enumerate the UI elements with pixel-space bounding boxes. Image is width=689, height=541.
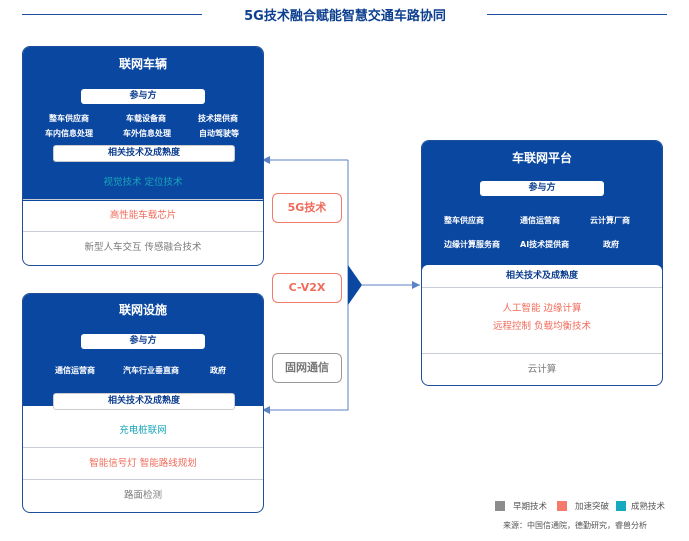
infra-tech-row: 充电桩联网 [119,425,167,436]
legend-label-accelerating: 加速突破 [575,502,610,512]
platform-tech-label-row: 相关技术及成熟度 [422,265,662,288]
vehicle-participants-area: 参与方 整车供应商 车载设备商 技术提供商 车内信息处理 车外信息处理 自动驾驶… [23,81,263,201]
vehicle-tech-row: 高性能车载芯片 [23,199,263,232]
vehicle-role: 技术提供商 [198,114,238,123]
vehicle-role: 整车供应商 [49,114,89,123]
platform-role: AI技术提供商 [520,240,570,249]
source-note: 来源：中国信通院，德勤研究，睿兽分析 [503,521,647,530]
platform-role: 云计算厂商 [590,216,630,225]
platform-role: 整车供应商 [444,216,484,225]
platform-tech-row: 人工智能 边缘计算 [502,303,582,314]
vehicle-panel-title: 联网车辆 [23,47,263,81]
vehicle-participants-label: 参与方 [81,89,205,104]
vehicle-role: 车外信息处理 [123,129,171,138]
vehicle-tech-row: 视觉技术 定位技术 [103,177,183,188]
legend-label-early: 早期技术 [513,502,548,512]
platform-tech-row: 云计算 [422,353,662,385]
connector-cv2x: C-V2X [272,273,342,303]
vehicle-tech-label: 相关技术及成熟度 [53,145,235,162]
connector-5g: 5G技术 [272,193,342,223]
title-rule-left [22,14,202,15]
platform-tech-row: 远程控制 负载均衡技术 [492,321,592,332]
vehicle-panel: 联网车辆 参与方 整车供应商 车载设备商 技术提供商 车内信息处理 车外信息处理… [22,46,264,266]
platform-role: 通信运营商 [520,216,560,225]
platform-role: 边缘计算服务商 [444,240,500,249]
infra-tech-row: 智能信号灯 智能路线规划 [23,447,263,480]
infra-tech-label: 相关技术及成熟度 [53,393,235,410]
platform-participants-area: 参与方 整车供应商 通信运营商 云计算厂商 边缘计算服务商 AI技术提供商 政府 [422,175,662,270]
infra-role: 汽车行业垂直商 [123,366,179,375]
platform-role: 政府 [603,240,619,249]
legend-swatch-early [495,501,505,511]
platform-participants-label: 参与方 [480,181,604,196]
infra-tech-row: 路面检测 [23,479,263,512]
platform-tech-label: 相关技术及成熟度 [505,271,578,281]
legend-swatch-mature [616,501,626,511]
infra-panel: 联网设施 参与方 通信运营商 汽车行业垂直商 政府 相关技术及成熟度 充电桩联网… [22,293,264,513]
arrowhead-icon [262,156,270,164]
vehicle-role: 车载设备商 [126,114,166,123]
infra-role: 通信运营商 [55,366,95,375]
infra-role: 政府 [210,366,226,375]
vehicle-role: 车内信息处理 [45,129,93,138]
chevron-right-icon [348,265,362,305]
legend-swatch-accelerating [557,501,567,511]
legend-label-mature: 成熟技术 [631,502,666,512]
infra-panel-title: 联网设施 [23,294,263,326]
platform-panel-title: 车联网平台 [422,141,662,175]
platform-panel: 车联网平台 参与方 整车供应商 通信运营商 云计算厂商 边缘计算服务商 AI技术… [421,140,663,386]
infra-participants-area: 参与方 通信运营商 汽车行业垂直商 政府 [23,326,263,406]
page-title: 5G技术融合赋能智慧交通车路协同 [244,9,446,24]
infra-participants-label: 参与方 [81,334,205,349]
title-rule-right [487,14,667,15]
vehicle-role: 自动驾驶等 [199,129,239,138]
vehicle-tech-row: 新型人车交互 传感融合技术 [23,231,263,264]
connector-fixed-network: 固网通信 [272,353,342,383]
